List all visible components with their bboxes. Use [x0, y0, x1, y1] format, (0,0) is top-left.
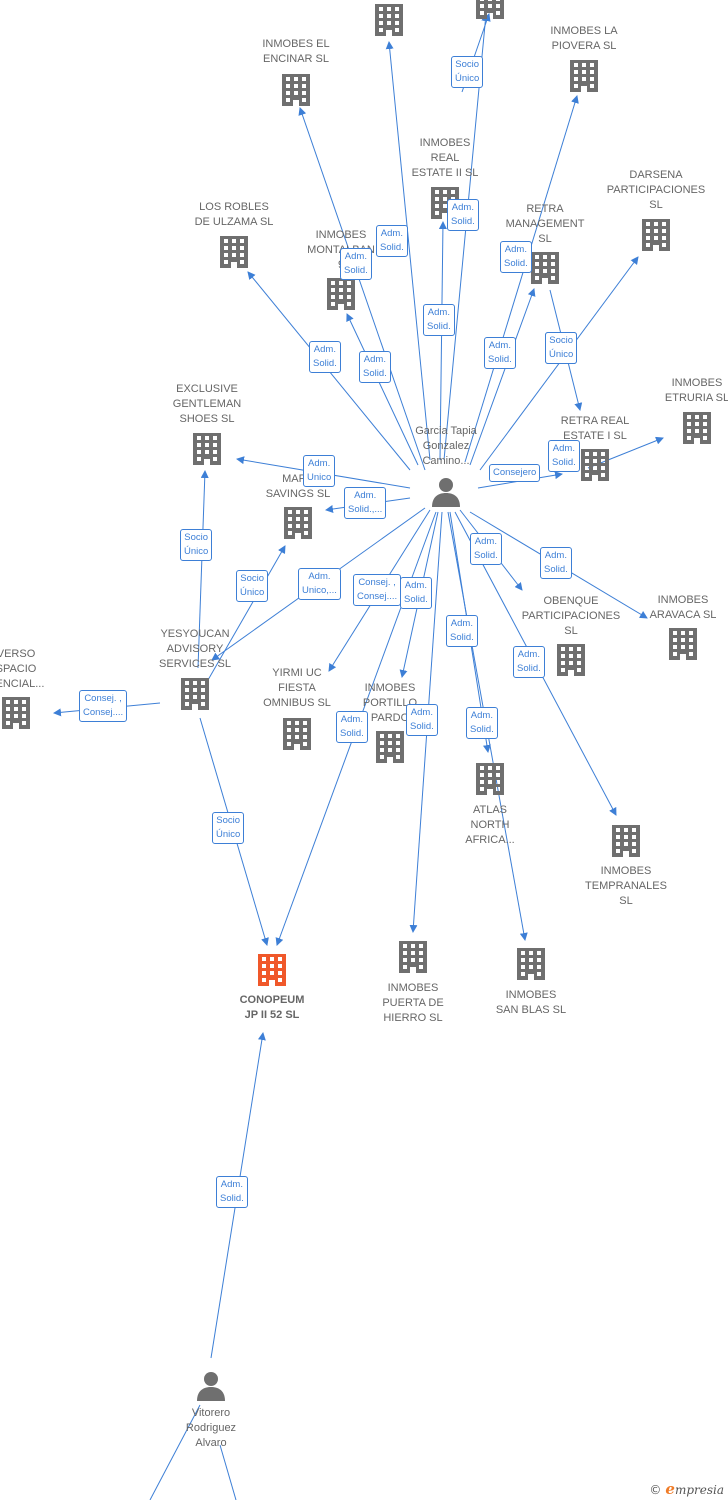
- edge-garcia-to-encinar: [298, 107, 426, 471]
- edge-label-retramgmt-to-retrareal1[interactable]: Socio Único: [545, 332, 578, 364]
- edge-label-garcia-to-montalban[interactable]: Adm. Solid.: [376, 225, 408, 257]
- building-icon-tempranales[interactable]: [612, 825, 640, 857]
- building-icon-etruria[interactable]: [683, 412, 711, 444]
- edge-label-garcia-to-top1[interactable]: Adm. Solid.: [340, 248, 372, 280]
- edge-garcia-to-montalban: [346, 313, 419, 466]
- edge-label-yesyoucan-to-conopeum[interactable]: Socio Único: [212, 812, 245, 844]
- person-icon-vitorero[interactable]: [197, 1372, 225, 1401]
- edge-label-garcia-to-piovera[interactable]: Adm. Solid.: [500, 241, 532, 273]
- building-icon-sanblas[interactable]: [517, 948, 545, 980]
- edge-label-garcia-to-exclusive[interactable]: Adm. Unico: [303, 455, 336, 487]
- edge-label-realestate2-to-top2[interactable]: Socio Único: [451, 56, 484, 88]
- edge-label-garcia-to-obenque[interactable]: Adm. Solid.: [470, 533, 502, 565]
- edge-label-garcia-to-marp[interactable]: Adm. Solid.,...: [344, 487, 387, 519]
- building-icon-montalban[interactable]: [327, 278, 355, 310]
- edge-label-yesyoucan-to-exclusive[interactable]: Socio Único: [180, 529, 213, 561]
- edge-garcia-to-top1: [385, 41, 431, 461]
- edge-label-garcia-to-realestate2[interactable]: Adm. Solid.: [423, 304, 455, 336]
- edge-garcia-to-realestate2: [438, 221, 447, 461]
- edge-label-garcia-to-yirmi[interactable]: Consej. , Consej....: [353, 574, 402, 606]
- building-icon-encinar[interactable]: [282, 74, 310, 106]
- edge-label-garcia-to-puerta[interactable]: Adm. Solid.: [406, 704, 438, 736]
- edge-label-garcia-to-aravaca[interactable]: Adm. Solid.: [540, 547, 572, 579]
- edge-label-garcia-to-robles[interactable]: Adm. Solid.: [359, 351, 391, 383]
- edge-label-yesyoucan-to-marp[interactable]: Socio Único: [236, 570, 269, 602]
- edge-vitorero-to-off1: [149, 1404, 201, 1500]
- building-icon-darsena[interactable]: [642, 219, 670, 251]
- building-icon-yirmi[interactable]: [283, 718, 311, 750]
- building-icon-puerta[interactable]: [399, 941, 427, 973]
- building-icon-retrareal1[interactable]: [581, 449, 609, 481]
- edge-garcia-to-piovera: [464, 95, 579, 463]
- brand-name: mpresia: [674, 1483, 724, 1497]
- edge-label-garcia-to-retrareal1[interactable]: Consejero: [489, 464, 541, 482]
- building-icon-robles[interactable]: [220, 236, 248, 268]
- edge-yesyoucan-to-marp: [207, 545, 286, 681]
- brand-initial: e: [665, 1480, 675, 1498]
- edge-label-garcia-to-sanblas[interactable]: Adm. Solid.: [466, 707, 498, 739]
- edge-garcia-to-top2: [443, 13, 490, 461]
- building-icon-portillo[interactable]: [376, 731, 404, 763]
- edge-label-retrareal1-to-etruria[interactable]: Adm. Solid.: [548, 440, 580, 472]
- edge-label-garcia-to-conopeum[interactable]: Adm. Solid.: [336, 711, 368, 743]
- building-icon-piovera[interactable]: [570, 60, 598, 92]
- building-icon-top1[interactable]: [375, 4, 403, 36]
- building-icon-verso[interactable]: [2, 697, 30, 729]
- edge-label-garcia-to-retramgmt[interactable]: Adm. Solid.: [484, 337, 516, 369]
- building-icon-retramgmt[interactable]: [531, 252, 559, 284]
- node-label-verso[interactable]: VERSOSPACIODENCIAL...: [0, 648, 45, 690]
- building-icon-exclusive[interactable]: [193, 433, 221, 465]
- edge-yesyoucan-to-exclusive: [197, 470, 209, 669]
- building-icon-yesyoucan[interactable]: [181, 678, 209, 710]
- edge-label-garcia-to-top2[interactable]: Adm. Solid.: [447, 199, 479, 231]
- edge-label-garcia-to-encinar[interactable]: Adm. Solid.: [309, 341, 341, 373]
- building-icon-atlas[interactable]: [476, 763, 504, 795]
- building-icon-obenque[interactable]: [557, 644, 585, 676]
- edge-vitorero-to-off2: [219, 1444, 237, 1500]
- edge-label-garcia-to-yesyoucan[interactable]: Adm. Unico,...: [298, 568, 341, 600]
- copyright-symbol: ©: [649, 1483, 662, 1497]
- building-icon-aravaca[interactable]: [669, 628, 697, 660]
- building-icon-top2[interactable]: [476, 0, 504, 19]
- empresia-logo[interactable]: ©empresia: [649, 1480, 724, 1498]
- edge-label-garcia-to-atlas[interactable]: Adm. Solid.: [446, 615, 478, 647]
- building-icon-marp[interactable]: [284, 507, 312, 539]
- edge-label-garcia-to-tempranales[interactable]: Adm. Solid.: [513, 646, 545, 678]
- edge-label-vitorero-to-conopeum[interactable]: Adm. Solid.: [216, 1176, 248, 1208]
- edge-label-garcia-to-portillo[interactable]: Adm. Solid.: [400, 577, 432, 609]
- edge-garcia-to-retramgmt: [469, 288, 536, 466]
- building-icon-conopeum[interactable]: [258, 954, 286, 986]
- edge-label-yesyoucan-to-verso[interactable]: Consej. , Consej....: [79, 690, 128, 722]
- person-icon-garcia[interactable]: [432, 478, 460, 507]
